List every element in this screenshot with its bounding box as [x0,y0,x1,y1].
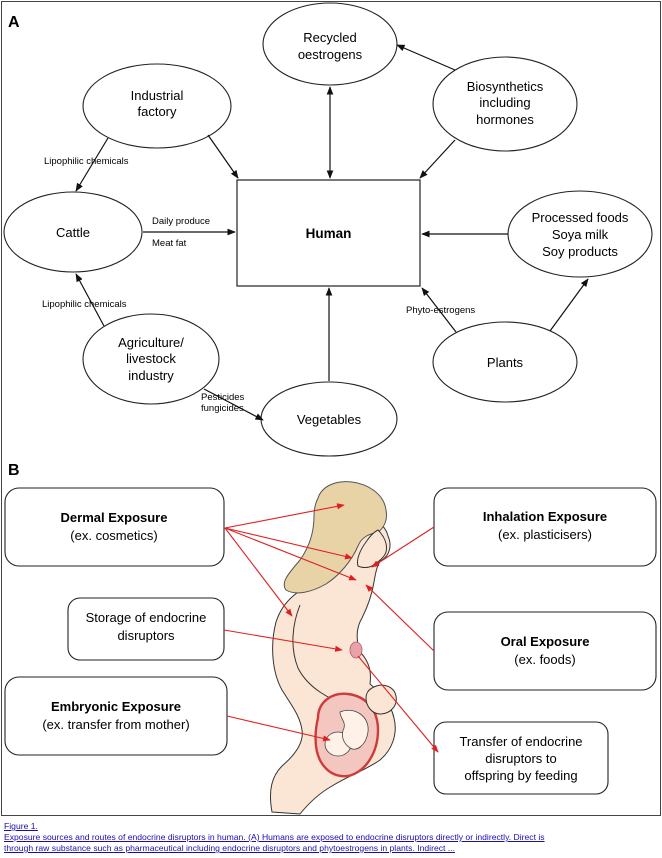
oral-title: Oral Exposure [501,634,590,649]
embryonic-exposure-box [4,676,228,756]
caption-line-1[interactable]: Exposure sources and routes of endocrine… [4,832,545,842]
arrow-breast-transfer [357,655,439,753]
edge-label-meat-fat: Meat fat [152,238,187,249]
biosynthetics-line2: including [479,95,530,110]
arrow-dermal-neck [224,527,357,581]
arrow-embryonic-fetus [226,715,331,742]
caption-line-2[interactable]: through raw substance such as pharmaceut… [4,843,455,853]
edge-label-pesticides-2: fungicides [201,403,244,414]
storage-line1: Storage of endocrine [86,610,207,625]
storage-box [67,597,225,661]
arrow-dermal-head [224,503,345,529]
dermal-sub: (ex. cosmetics) [70,528,157,543]
human-box [236,179,421,287]
hair [283,481,387,594]
plants-label: Plants [487,355,524,370]
hand [365,684,397,715]
edge-biosynthetics-recycled [396,44,456,71]
edge-plants-human [421,287,457,333]
arrow-inhalation-nose [371,526,435,568]
arrow-oral-mouth [365,584,435,652]
biosynthetics-line3: hormones [476,112,534,127]
edge-label-daily-produce: Daily produce [152,216,210,227]
arrow-dermal-body [224,527,293,617]
transfer-box [433,721,609,795]
pregnant-woman-illustration [269,481,397,815]
edge-label-phyto: Phyto-estrogens [406,305,475,316]
edge-plants-processed [549,278,589,332]
embryonic-title: Embryonic Exposure [51,699,181,714]
figure-link[interactable]: Figure 1. [4,821,38,831]
fetus-body [339,709,369,750]
recycled-oestrogens-node [262,2,398,86]
agriculture-line1: Agriculture/ [118,335,184,350]
panel-a-label: A [8,14,20,31]
panel-a: A Human Recycled oestrogens Industrial f… [3,2,653,457]
transfer-line2: disruptors to [485,751,557,766]
biosynthetics-node [432,56,578,152]
cattle-label: Cattle [56,225,90,240]
edge-biosynthetics-human [419,139,456,179]
processed-line3: Soy products [542,244,618,259]
nipple [349,641,363,659]
transfer-line1: Transfer of endocrine [459,734,582,749]
cattle-node [3,191,143,273]
edge-agriculture-vegetables [203,388,264,421]
agriculture-node [82,313,220,405]
dermal-exposure-box [4,487,225,567]
inhalation-sub: (ex. plasticisers) [498,527,592,542]
industrial-line1: Industrial [131,88,184,103]
oral-sub: (ex. foods) [514,652,575,667]
transfer-line3: offspring by feeding [464,768,577,783]
edge-label-lipophilic-bottom: Lipophilic chemicals [42,299,127,310]
agriculture-line3: industry [128,368,174,383]
embryonic-sub: (ex. transfer from mother) [42,717,189,732]
edge-industrial-human [207,134,239,179]
biosynthetics-line1: Biosynthetics [467,79,544,94]
recycled-line1: Recycled [303,30,356,45]
figure-caption: Figure 1. Exposure sources and routes of… [4,821,658,854]
dermal-title: Dermal Exposure [61,510,168,525]
agriculture-line2: livestock [126,351,176,366]
arrow-storage-breast [223,629,343,652]
panel-b-label: B [8,462,20,479]
plants-node [432,321,578,403]
edge-industrial-cattle [75,137,109,192]
edge-label-lipophilic-top: Lipophilic chemicals [44,156,129,167]
vegetables-label: Vegetables [297,412,362,427]
inhalation-title: Inhalation Exposure [483,509,607,524]
human-label: Human [306,226,352,241]
face [357,529,387,568]
arrow-dermal-face [224,527,353,560]
oral-exposure-box [433,611,657,691]
processed-line2: Soya milk [552,227,609,242]
panel-b: B Dermal Exposure (ex. cosmetics) Inhala… [4,462,657,815]
industrial-factory-node [82,63,232,149]
edge-label-pesticides-1: Pesticides [201,392,245,403]
industrial-line2: factory [137,104,177,119]
processed-line1: Processed foods [532,210,629,225]
recycled-line2: oestrogens [298,47,363,62]
storage-line2: disruptors [117,628,175,643]
edge-agriculture-cattle [75,273,105,327]
